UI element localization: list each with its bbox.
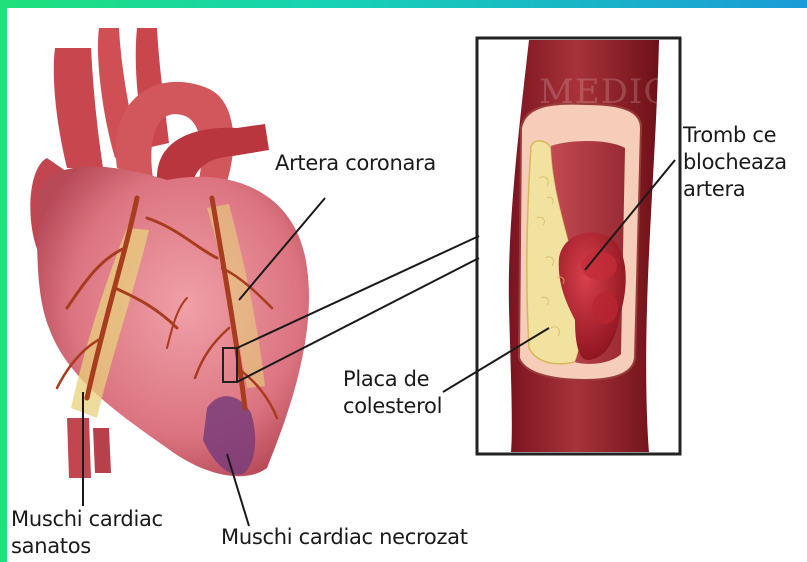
label-healthy-muscle: Muschi cardiac sanatos xyxy=(11,506,163,560)
diagram-drawing xyxy=(7,8,807,562)
label-plaque: Placa de colesterol xyxy=(343,366,442,420)
label-thrombus: Tromb ce blocheaza artera xyxy=(683,122,787,203)
watermark: MEDIC xyxy=(539,72,670,112)
vessel-svc xyxy=(54,48,103,168)
diagram-canvas: MEDIC Artera coronara Tromb ce blocheaza… xyxy=(7,8,807,562)
label-necrotic-muscle: Muschi cardiac necrozat xyxy=(221,524,468,551)
label-coronary-artery: Artera coronara xyxy=(275,150,436,177)
heart-illustration xyxy=(30,28,309,478)
